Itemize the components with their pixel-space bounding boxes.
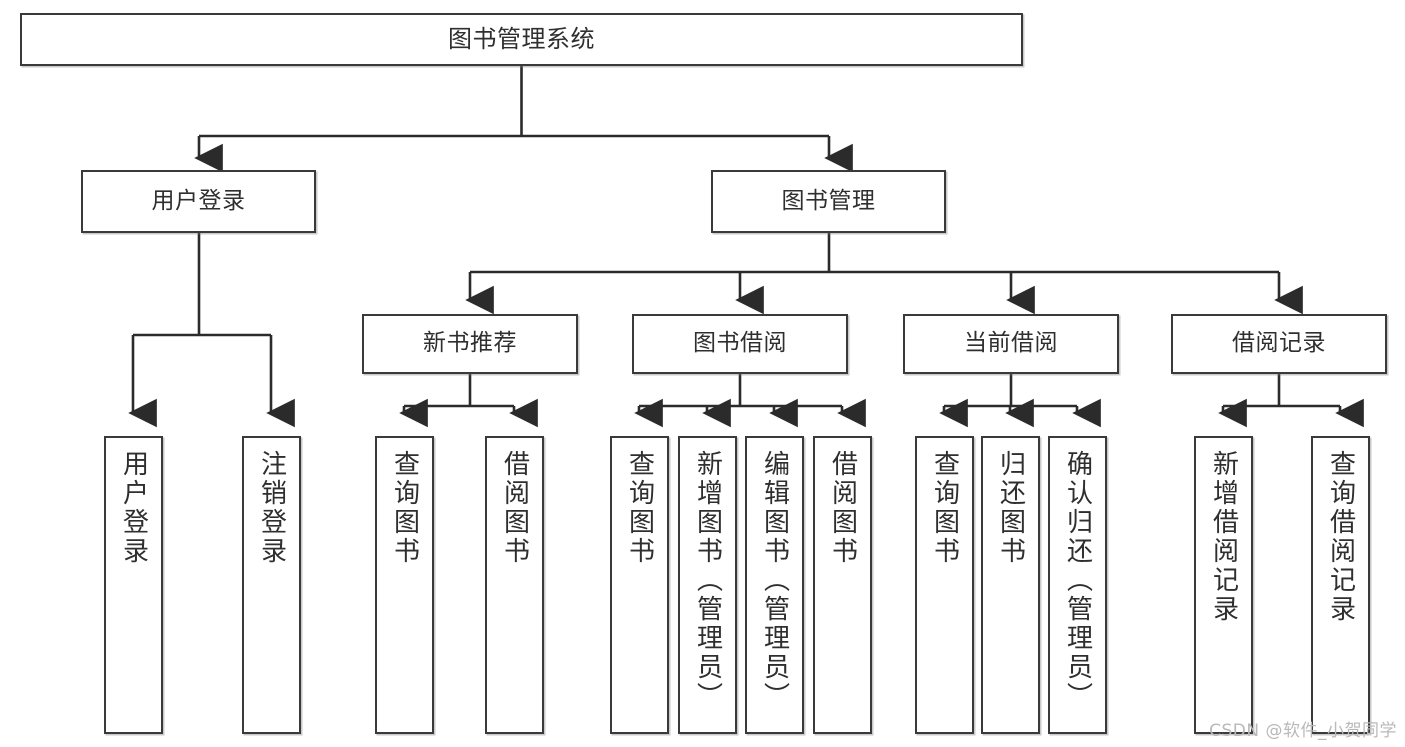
node-label: 用户登录 <box>118 450 149 566</box>
node-label: 新增图书（管理员） <box>692 450 723 711</box>
node-label: 查询图书 <box>389 450 420 566</box>
node-new-book-rec[interactable]: 新书推荐 <box>362 314 578 374</box>
node-label: 查询图书 <box>929 450 960 566</box>
leaf-query-borrow-record[interactable]: 查询借阅记录 <box>1311 436 1370 734</box>
node-label: 当前借阅 <box>964 330 1058 357</box>
leaf-borrow-query-book[interactable]: 查询图书 <box>610 436 669 734</box>
node-label: 图书管理 <box>781 187 876 214</box>
leaf-rec-query-book[interactable]: 查询图书 <box>375 436 434 734</box>
node-label: 借阅图书 <box>499 450 530 566</box>
watermark: CSDN @软件_小贺同学 <box>1209 721 1397 741</box>
leaf-user-login[interactable]: 用户登录 <box>104 436 163 734</box>
node-label: 用户登录 <box>151 187 246 214</box>
leaf-borrow-book[interactable]: 借阅图书 <box>813 436 872 734</box>
node-label: 新增借阅记录 <box>1208 450 1239 624</box>
node-label: 图书管理系统 <box>448 25 595 54</box>
node-root-system[interactable]: 图书管理系统 <box>20 13 1023 66</box>
leaf-logout[interactable]: 注销登录 <box>242 436 301 734</box>
node-label: 新书推荐 <box>423 330 517 357</box>
node-label: 归还图书 <box>995 450 1026 566</box>
node-borrow-record[interactable]: 借阅记录 <box>1171 314 1387 374</box>
leaf-add-borrow-record[interactable]: 新增借阅记录 <box>1194 436 1253 734</box>
node-label: 查询借阅记录 <box>1325 450 1356 624</box>
node-label: 借阅记录 <box>1232 330 1326 357</box>
leaf-edit-book[interactable]: 编辑图书（管理员） <box>745 436 804 734</box>
node-label: 借阅图书 <box>827 450 858 566</box>
leaf-rec-borrow-book[interactable]: 借阅图书 <box>485 436 544 734</box>
leaf-confirm-return[interactable]: 确认归还（管理员） <box>1048 436 1107 734</box>
node-book-borrow[interactable]: 图书借阅 <box>632 314 848 374</box>
node-label: 注销登录 <box>256 450 287 566</box>
leaf-return-book[interactable]: 归还图书 <box>981 436 1040 734</box>
leaf-current-query-book[interactable]: 查询图书 <box>915 436 974 734</box>
node-label: 查询图书 <box>624 450 655 566</box>
node-book-manage[interactable]: 图书管理 <box>711 170 946 233</box>
node-label: 确认归还（管理员） <box>1062 450 1093 711</box>
node-current-borrow[interactable]: 当前借阅 <box>903 314 1119 374</box>
node-user-login[interactable]: 用户登录 <box>81 170 316 233</box>
node-label: 图书借阅 <box>693 330 787 357</box>
leaf-add-book[interactable]: 新增图书（管理员） <box>678 436 737 734</box>
node-label: 编辑图书（管理员） <box>759 450 790 711</box>
